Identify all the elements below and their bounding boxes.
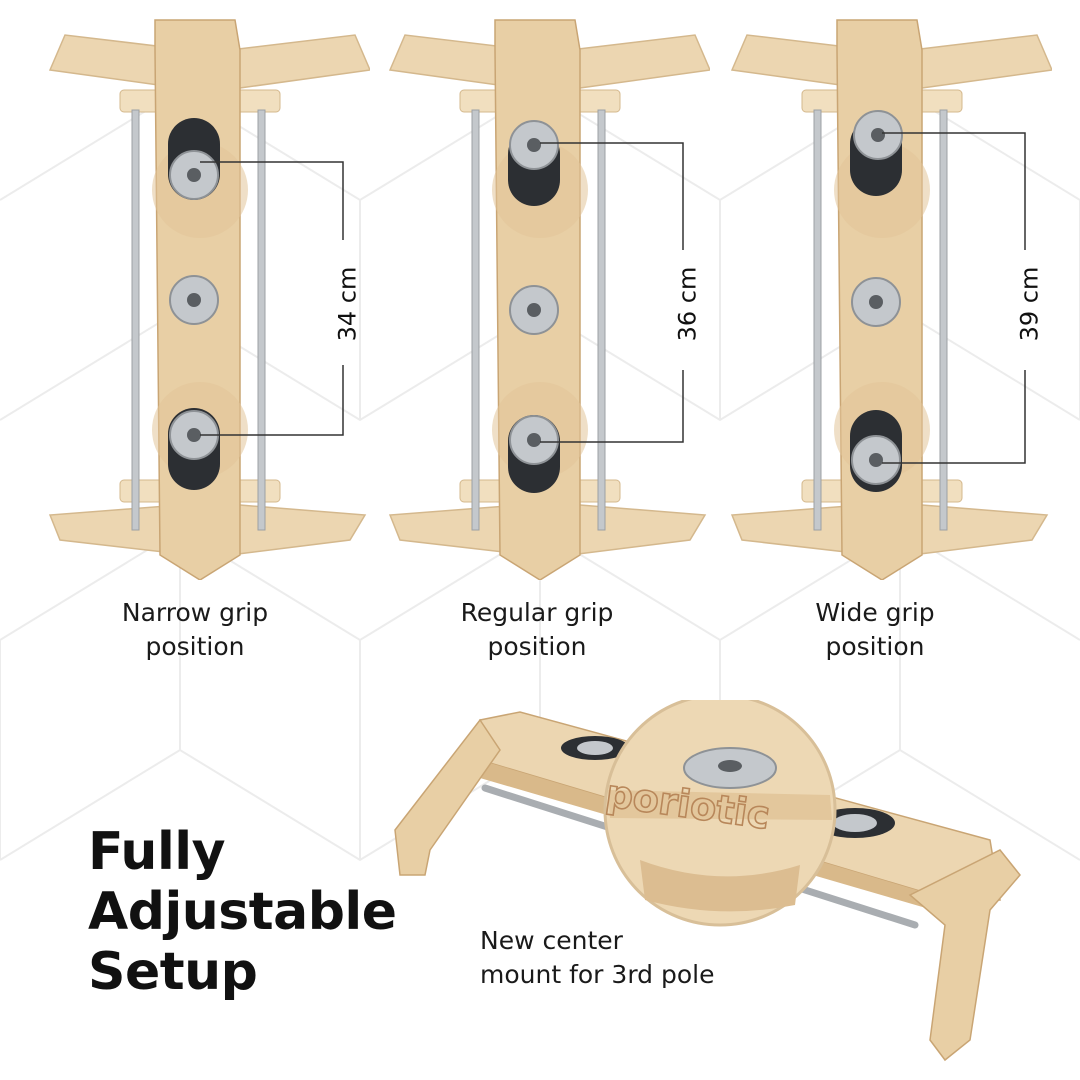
- narrow-measurement: 34 cm: [333, 266, 362, 342]
- narrow-grip-device: [40, 10, 370, 580]
- steel-mount-icon: [169, 150, 219, 200]
- center-mount-note: New center mount for 3rd pole: [480, 924, 714, 992]
- steel-mount-icon: [851, 435, 901, 485]
- steel-mount-icon: [853, 110, 903, 160]
- regular-caption-line2: position: [487, 632, 587, 661]
- regular-measurement: 36 cm: [673, 266, 702, 342]
- wide-caption: Wide grip position: [725, 596, 1025, 664]
- center-mount-view: poriotic: [390, 700, 1030, 1070]
- steel-mount-icon: [509, 415, 559, 465]
- center-mount-line1: New center: [480, 926, 623, 955]
- headline-line1: Fully: [88, 822, 225, 882]
- narrow-caption: Narrow grip position: [45, 596, 345, 664]
- headline-line3: Setup: [88, 942, 258, 1002]
- wide-grip-device: [722, 10, 1052, 580]
- regular-caption-line1: Regular grip: [460, 598, 614, 627]
- regular-caption: Regular grip position: [387, 596, 687, 664]
- steel-mount-icon: [851, 277, 901, 327]
- regular-grip-device: [380, 10, 710, 580]
- wide-measurement: 39 cm: [1015, 266, 1044, 342]
- headline-line2: Adjustable: [88, 882, 397, 942]
- narrow-caption-line2: position: [145, 632, 245, 661]
- wide-grip-illustration: [730, 19, 1052, 580]
- narrow-grip-illustration: [48, 19, 370, 580]
- steel-mount-icon: [683, 747, 777, 789]
- steel-mount-icon: [169, 275, 219, 325]
- wide-caption-line1: Wide grip: [815, 598, 935, 627]
- narrow-caption-line1: Narrow grip: [121, 598, 269, 627]
- steel-mount-icon: [509, 120, 559, 170]
- center-mount-line2: mount for 3rd pole: [480, 960, 715, 989]
- center-mount-illustration: poriotic: [394, 700, 1021, 1062]
- regular-grip-illustration: [388, 19, 710, 580]
- headline: Fully Adjustable Setup: [88, 822, 397, 1002]
- wide-caption-line2: position: [825, 632, 925, 661]
- steel-mount-icon: [509, 285, 559, 335]
